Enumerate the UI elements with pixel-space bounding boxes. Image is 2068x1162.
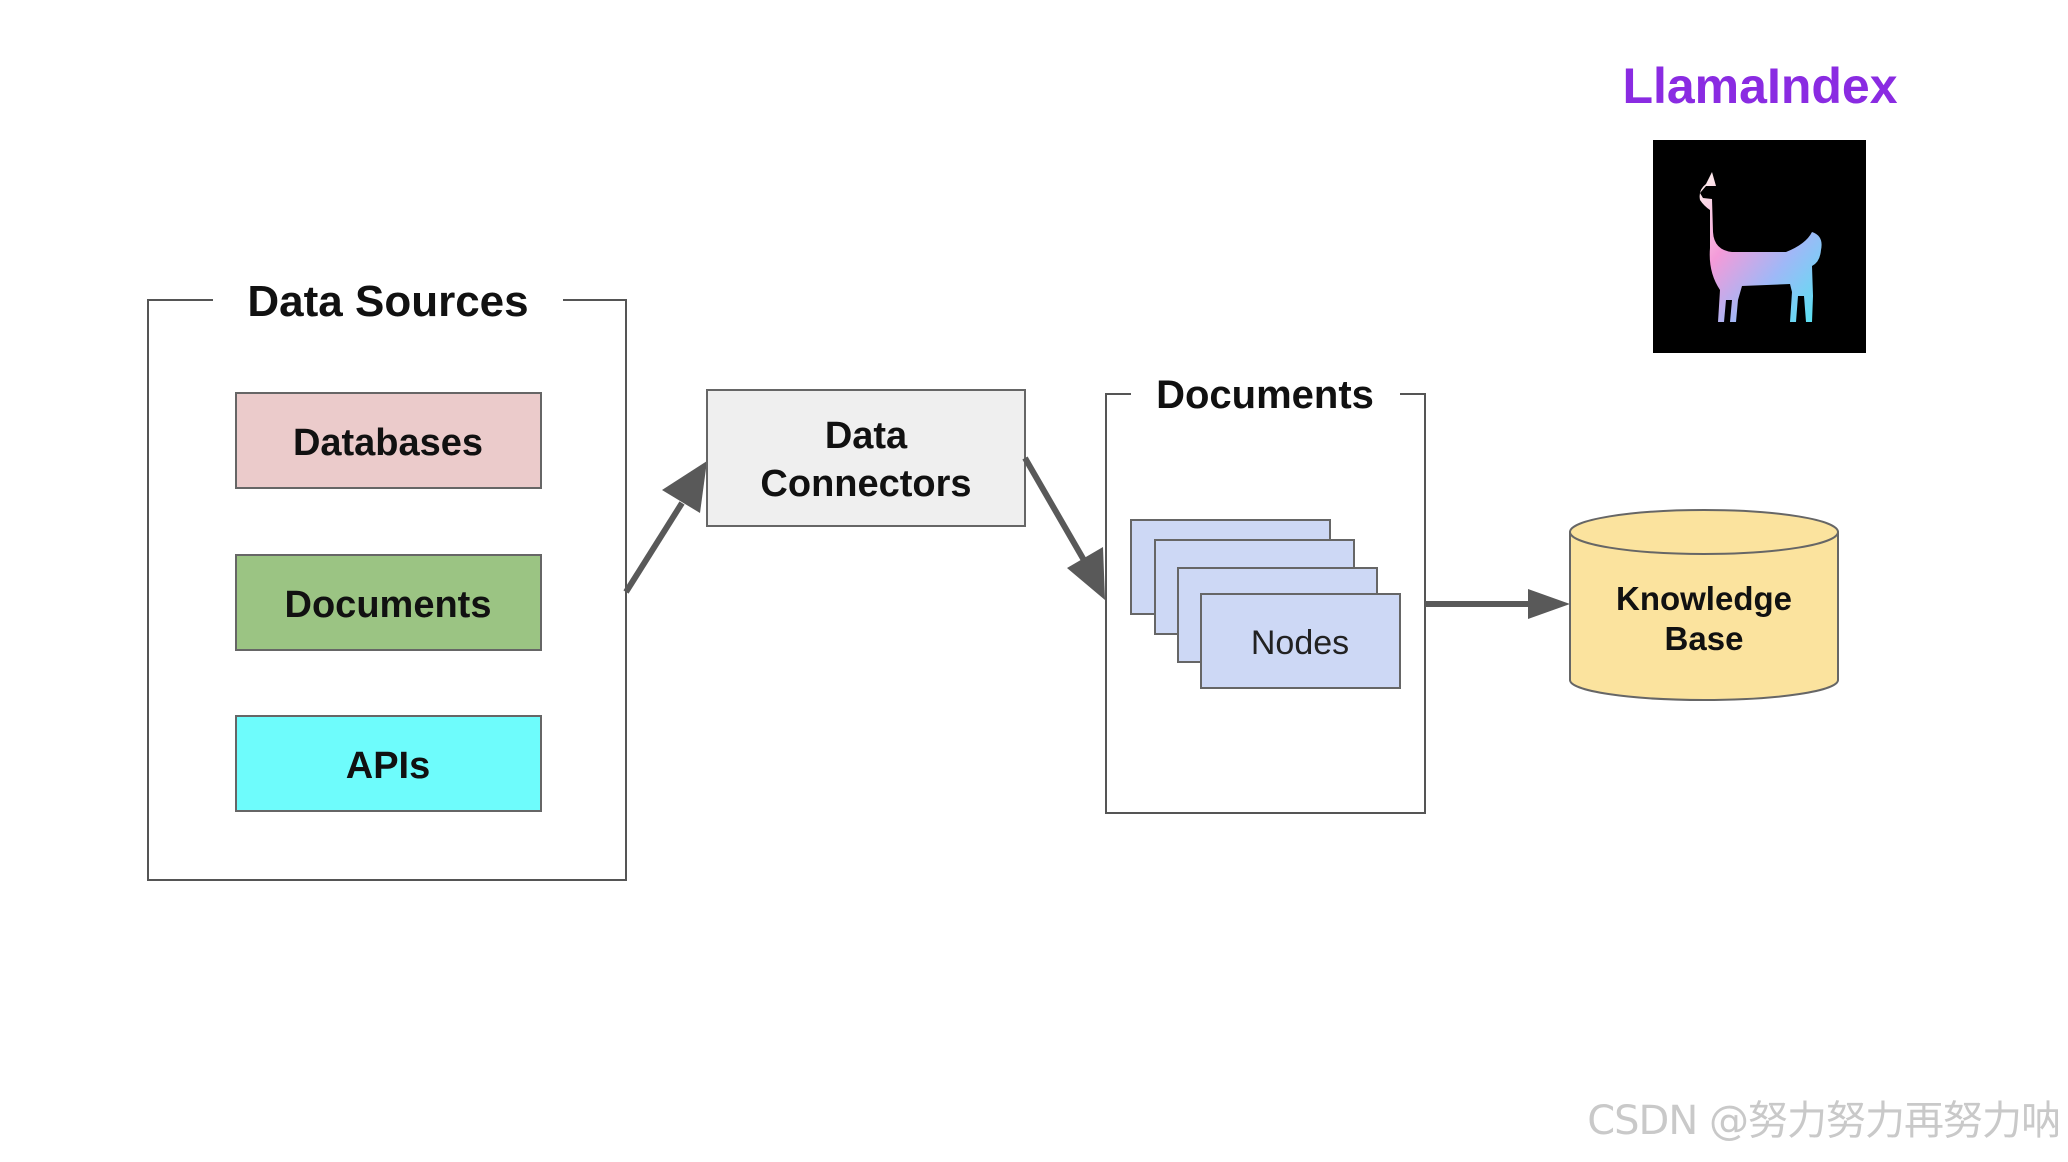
watermark: CSDN @努力努力再努力呐 bbox=[1587, 1098, 2061, 1144]
node-card-front bbox=[1200, 593, 1401, 689]
arrow-documents-to-knowledge-base bbox=[1425, 589, 1570, 619]
source-box-documents: Documents bbox=[235, 554, 542, 651]
source-label-apis: APIs bbox=[346, 745, 430, 787]
data-sources-title: Data Sources bbox=[247, 277, 528, 326]
knowledge-base-label-line2: Base bbox=[1665, 620, 1744, 657]
node-label: Nodes bbox=[1251, 624, 1349, 662]
brand-title: LlamaIndex bbox=[1622, 58, 1897, 114]
documents-group-title: Documents bbox=[1156, 373, 1374, 417]
arrow-connectors-to-documents bbox=[1022, 456, 1105, 600]
knowledge-base-label-line1: Knowledge bbox=[1616, 580, 1792, 617]
data-sources-group: Data Sources Databases Documents APIs bbox=[147, 277, 627, 881]
source-box-databases: Databases bbox=[235, 392, 542, 489]
documents-group: Documents Nodes bbox=[1105, 373, 1426, 814]
llama-logo bbox=[1653, 140, 1866, 353]
source-box-apis: APIs bbox=[235, 715, 542, 812]
connectors-label-line2: Connectors bbox=[760, 463, 971, 505]
knowledge-base-cylinder: Knowledge Base bbox=[1569, 509, 1839, 701]
connectors-label-line1: Data bbox=[825, 415, 908, 457]
source-label-databases: Databases bbox=[293, 422, 483, 464]
data-connectors-box: Data Connectors bbox=[706, 389, 1026, 527]
llama-icon bbox=[1699, 172, 1822, 322]
source-label-documents: Documents bbox=[285, 584, 492, 626]
arrow-sources-to-connectors bbox=[623, 461, 707, 594]
node-stack: Nodes bbox=[1130, 519, 1401, 689]
